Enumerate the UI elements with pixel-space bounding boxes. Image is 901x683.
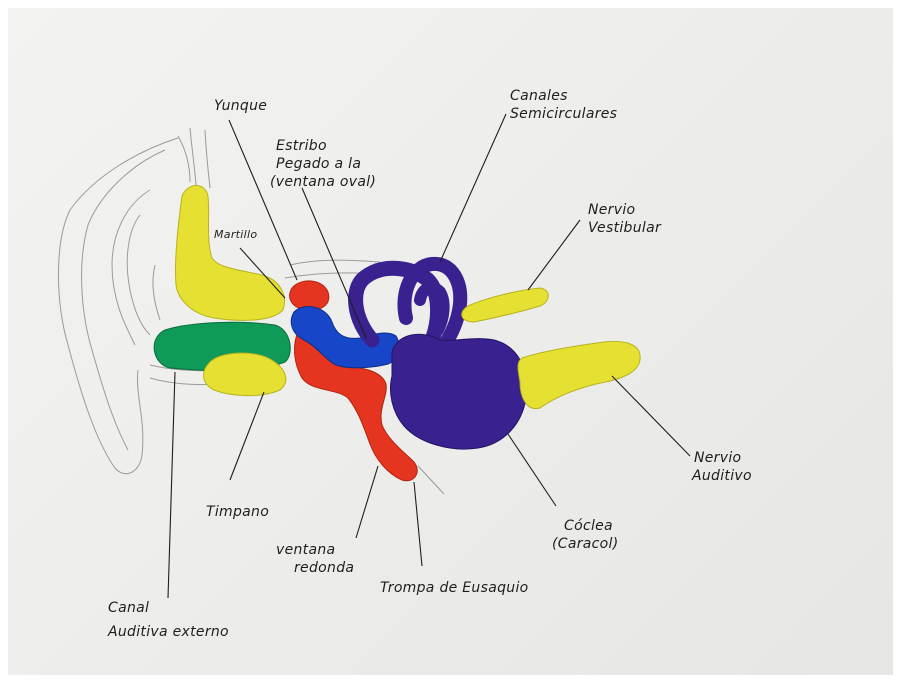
label-trompa: Trompa de Eusaquio <box>380 580 529 596</box>
label-nervio-vestibular-2: Vestibular <box>588 220 662 236</box>
label-estribo-3: (ventana oval) <box>270 174 376 190</box>
leader-ventana-redonda <box>356 466 378 538</box>
leader-timpano <box>230 392 264 480</box>
label-coclea-1: Cóclea <box>564 518 613 534</box>
leader-canal-auditivo <box>168 372 175 598</box>
label-canales-1: Canales <box>510 88 568 104</box>
label-martillo: Martillo <box>214 228 257 241</box>
leader-trompa <box>414 482 422 566</box>
label-nervio-auditivo-1: Nervio <box>694 450 741 466</box>
yellow-vestibular-clay <box>462 288 549 322</box>
label-timpano: Timpano <box>206 504 269 520</box>
label-ventana-redonda-1: ventana <box>276 542 335 558</box>
label-nervio-auditivo-2: Auditivo <box>691 468 752 484</box>
leader-nervio-vestibular <box>528 220 580 290</box>
red-martillo-clay <box>290 281 329 310</box>
label-estribo-2: Pegado a la <box>276 156 361 172</box>
label-canal-auditivo-2: Auditiva externo <box>107 624 229 640</box>
pencil-tube-line <box>418 466 444 494</box>
label-canales-2: Semicirculares <box>510 106 617 122</box>
label-estribo-1: Estribo <box>276 138 327 154</box>
label-ventana-redonda-2: redonda <box>294 560 354 576</box>
leader-canales <box>440 114 506 262</box>
leader-coclea <box>508 434 556 506</box>
yellow-pinna-clay <box>175 186 284 321</box>
leader-nervio-auditivo <box>612 376 690 456</box>
label-coclea-2: (Caracol) <box>552 536 618 552</box>
purple-canales-clay <box>356 268 438 340</box>
label-yunque: Yunque <box>214 98 267 114</box>
yellow-auditivo-clay <box>518 342 640 409</box>
label-canal-auditivo-1: Canal <box>108 600 149 616</box>
purple-coclea-clay <box>391 334 527 449</box>
label-nervio-vestibular-1: Nervio <box>588 202 635 218</box>
